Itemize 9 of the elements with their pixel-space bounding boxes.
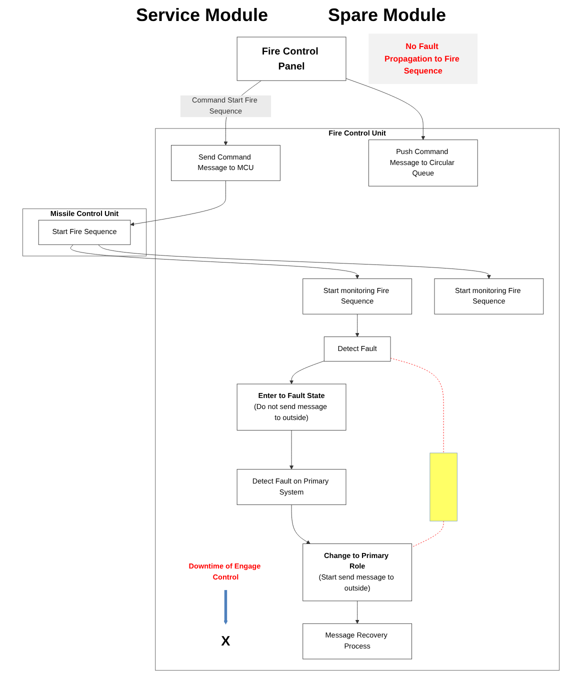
- node-text: X: [221, 634, 230, 649]
- connector: [412, 520, 444, 548]
- arrow: [224, 590, 228, 624]
- node-box: No Fault Propagation to Fire Sequence: [368, 34, 478, 84]
- column-heading: Spare Module: [328, 4, 446, 26]
- node-bar: [430, 452, 458, 522]
- connector: [390, 358, 444, 454]
- node-box: Fire Control Panel: [236, 36, 346, 81]
- column-heading: Service Module: [136, 4, 268, 26]
